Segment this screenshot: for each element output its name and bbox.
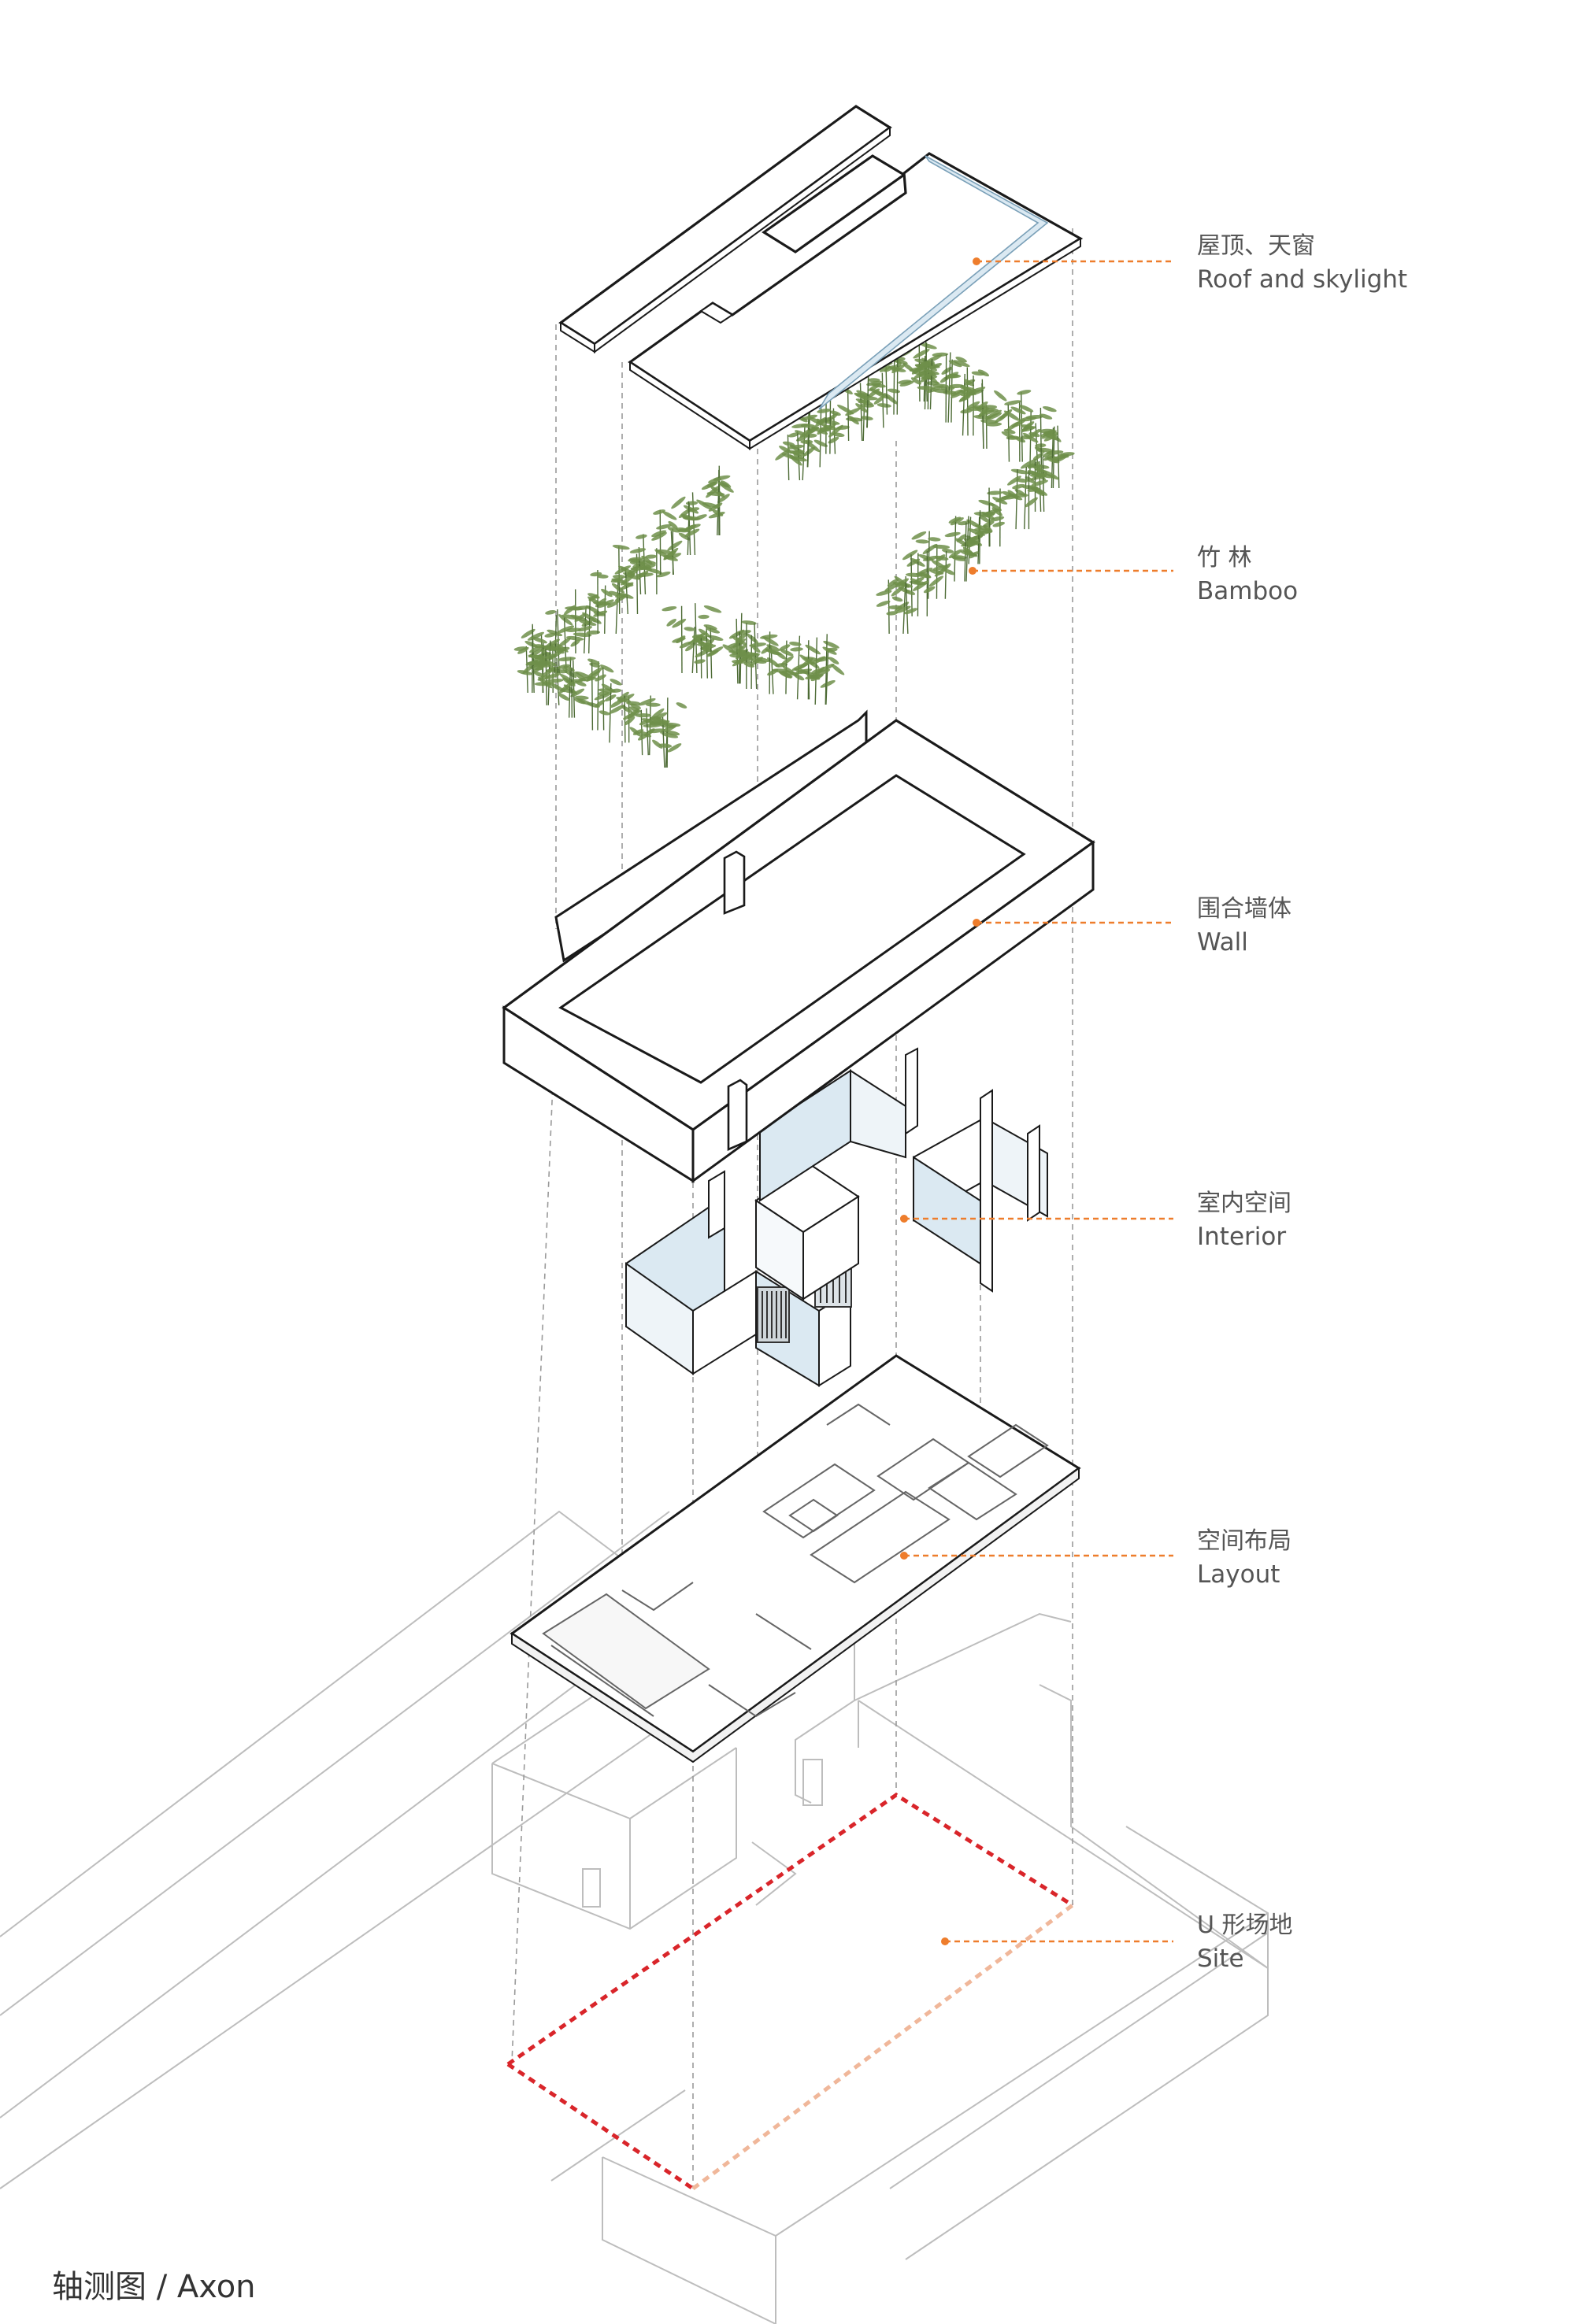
bamboo-clump	[701, 465, 734, 536]
label-bamboo-cn: 竹 林	[1197, 544, 1252, 572]
bamboo-layer	[513, 338, 1075, 768]
leader-dot-wall	[973, 919, 980, 927]
bamboo-clump	[671, 492, 713, 556]
bamboo-clump	[691, 624, 724, 679]
label-layout-en: Layout	[1197, 1560, 1280, 1589]
layout-layer	[510, 1354, 1081, 1763]
label-layout: 空间布局 Layout	[1197, 1527, 1292, 1589]
bamboo-clump	[966, 379, 1007, 450]
diagram-caption: 轴测图 / Axon	[52, 2269, 256, 2305]
leader-dot-roof	[973, 257, 980, 265]
bamboo-clump	[587, 570, 634, 635]
leaders	[900, 257, 1173, 1945]
bamboo-clump	[973, 487, 1023, 547]
bamboo-clump	[941, 516, 985, 582]
interior-layer	[625, 1047, 1048, 1387]
bamboo-clump	[775, 427, 821, 481]
label-bamboo-en: Bamboo	[1197, 577, 1298, 605]
bamboo-clump	[647, 698, 687, 768]
site-boundary-back	[506, 1793, 1074, 2067]
label-roof-en: Roof and skylight	[1197, 265, 1407, 294]
site-boundary-hidden	[691, 1903, 1074, 2191]
label-site-cn: U 形场地	[1197, 1911, 1293, 1939]
leader-dot-interior	[900, 1215, 908, 1223]
site-boundary-front	[506, 2062, 695, 2191]
bamboo-clump	[912, 342, 944, 410]
wall-layer	[502, 709, 1095, 1183]
leader-dot-site	[941, 1937, 949, 1945]
bamboo-clump	[574, 658, 622, 731]
roof-layer	[558, 105, 1084, 450]
label-wall: 围合墙体 Wall	[1197, 895, 1292, 957]
label-site: U 形场地 Site	[1197, 1911, 1293, 1973]
bamboo-clump	[735, 623, 770, 690]
bamboo-clump	[628, 534, 671, 595]
label-interior-en: Interior	[1197, 1223, 1286, 1251]
bamboo-clump	[876, 575, 917, 635]
label-roof-cn: 屋顶、天窗	[1197, 232, 1315, 260]
label-interior-cn: 室内空间	[1197, 1190, 1292, 1217]
bamboo-clump	[802, 398, 850, 454]
label-roof: 屋顶、天窗 Roof and skylight	[1197, 232, 1407, 294]
bamboo-clump	[910, 531, 955, 599]
bamboo-clump	[1019, 405, 1057, 476]
bamboo-clump	[805, 634, 845, 705]
site-context	[0, 1510, 1269, 2324]
label-bamboo: 竹 林 Bamboo	[1197, 544, 1298, 605]
label-layout-cn: 空间布局	[1197, 1527, 1292, 1555]
label-wall-cn: 围合墙体	[1197, 895, 1292, 923]
leader-dot-layout	[900, 1552, 908, 1560]
leader-dot-bamboo	[969, 567, 976, 575]
bamboo-clump	[651, 509, 691, 575]
label-site-en: Site	[1197, 1945, 1244, 1973]
label-wall-en: Wall	[1197, 928, 1248, 957]
site-boundary	[506, 1793, 1074, 2191]
label-interior: 室内空间 Interior	[1197, 1190, 1292, 1251]
